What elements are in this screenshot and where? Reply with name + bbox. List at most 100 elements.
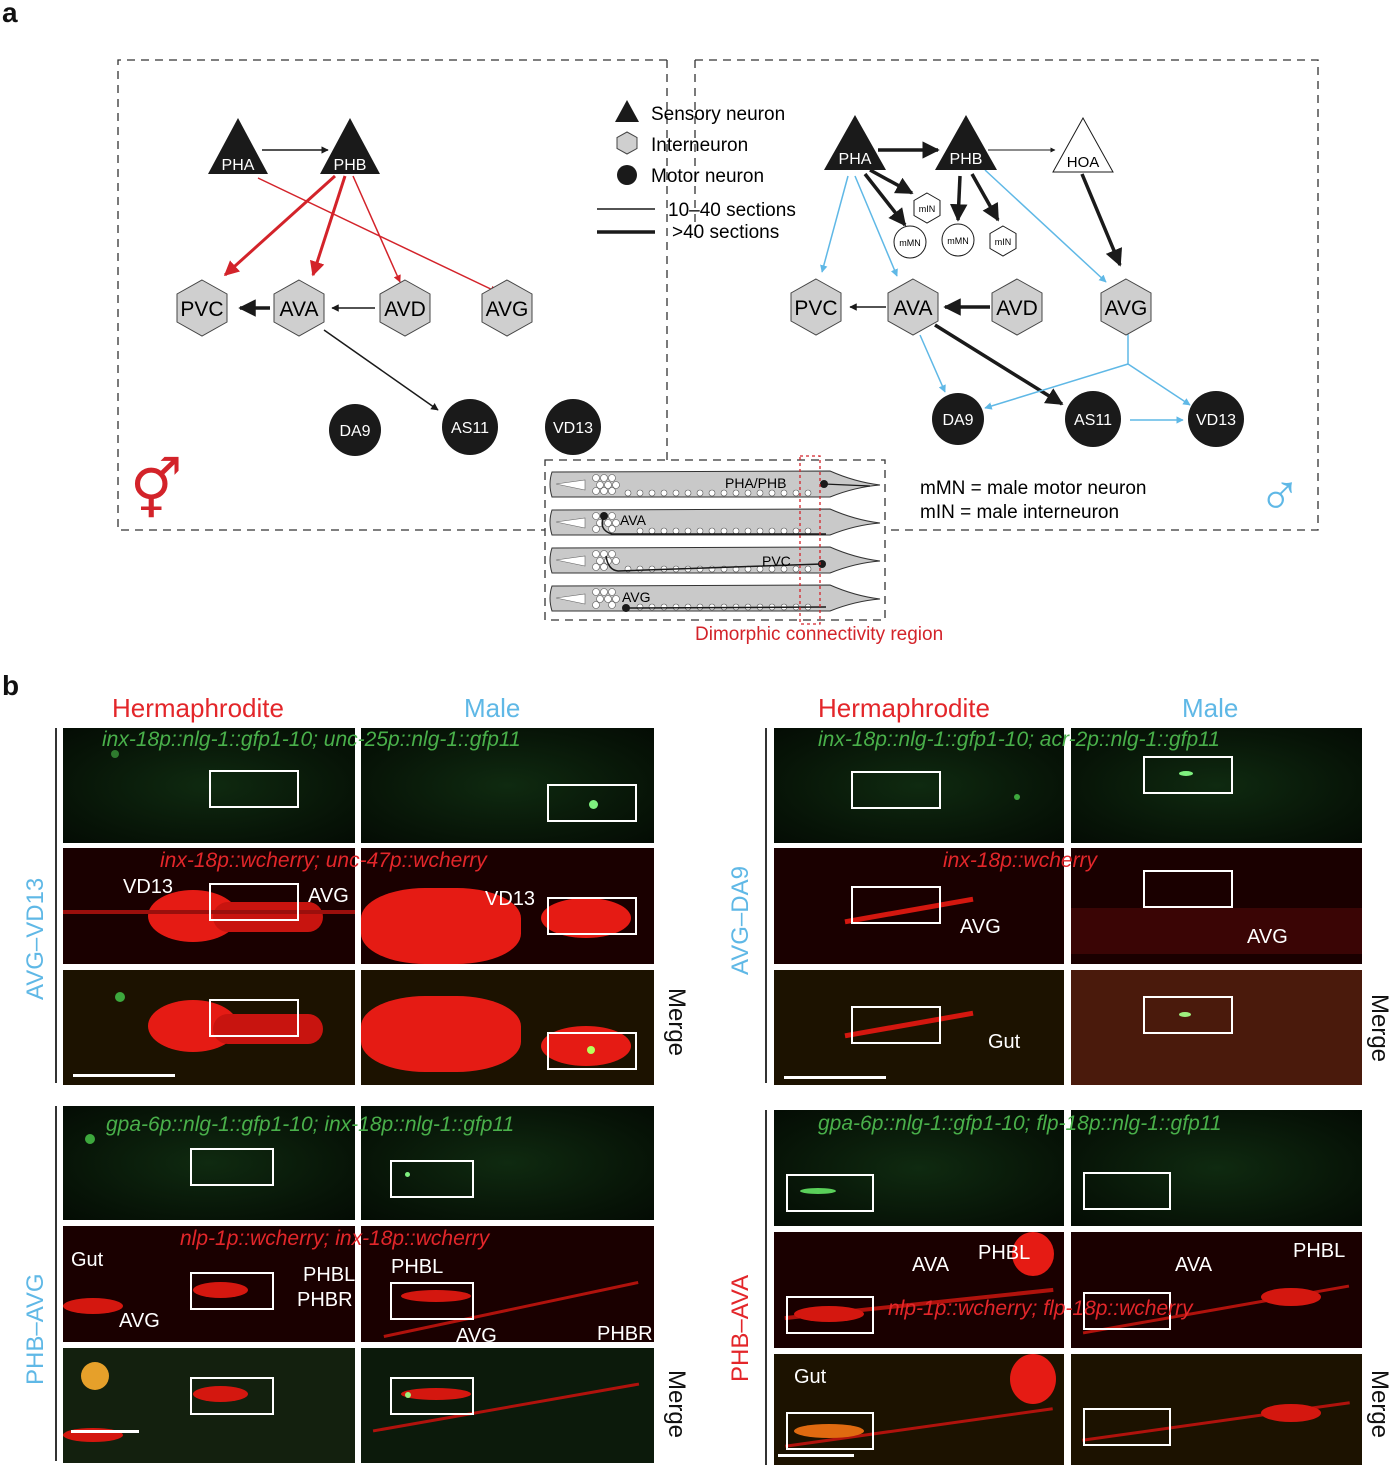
phb-avg-male-red: PHBL AVG PHBR bbox=[361, 1226, 654, 1342]
herm-avd-label: AVD bbox=[384, 298, 426, 321]
phb-avg-label-gut: Gut bbox=[71, 1249, 104, 1271]
avg-da9-male-green bbox=[1071, 728, 1362, 843]
bracket-top-left bbox=[55, 728, 57, 1083]
merge-label-2: Merge bbox=[1366, 994, 1393, 1063]
male-as11-label: AS11 bbox=[1074, 412, 1112, 429]
phb-ava-male-red: AVA PHBL bbox=[1071, 1232, 1362, 1348]
male-vd13-label: VD13 bbox=[1196, 412, 1236, 429]
male-phb-node bbox=[935, 115, 997, 170]
herm-phb-label: PHB bbox=[334, 157, 367, 174]
dimorphic-region-label: Dimorphic connectivity region bbox=[695, 624, 943, 645]
herm-pvc-node bbox=[176, 279, 228, 337]
herm-as11-label: AS11 bbox=[451, 420, 489, 437]
avg-da9-label-avg-m: AVG bbox=[1247, 926, 1288, 948]
worm-2: AVA bbox=[549, 508, 881, 536]
male-as11-node bbox=[1065, 391, 1121, 447]
panel-b-label: b bbox=[2, 670, 20, 701]
male-pha-node bbox=[824, 115, 886, 170]
avg-da9-herm-red: AVG bbox=[774, 848, 1064, 964]
herm-frame bbox=[117, 59, 667, 531]
male-frame bbox=[695, 59, 1319, 531]
avg-vd13-green-genotype: inx-18p::nlg-1::gfp1-10; unc-25p::nlg-1:… bbox=[102, 728, 521, 751]
avg-da9-label-gut: Gut bbox=[988, 1031, 1021, 1053]
phb-avg-label-phbl-m: PHBL bbox=[391, 1256, 444, 1278]
phb-avg-red-genotype: nlp-1p::wcherry; inx-18p::wcherry bbox=[180, 1227, 490, 1250]
male-hoa-node bbox=[1052, 116, 1114, 173]
phb-ava-herm-merge: Gut bbox=[774, 1354, 1064, 1465]
merge-label-3: Merge bbox=[663, 1370, 690, 1439]
male-mmn1-node bbox=[893, 225, 927, 259]
herm-avd-node bbox=[379, 279, 431, 337]
phb-avg-herm-green bbox=[63, 1106, 355, 1220]
phb-avg-male-merge bbox=[361, 1348, 654, 1463]
row-label-phb-ava: PHB–AVA bbox=[727, 1274, 754, 1382]
avg-vd13-male-merge bbox=[361, 970, 654, 1085]
worm-1: PHA/PHB bbox=[549, 470, 881, 498]
male-avd-node bbox=[991, 278, 1043, 336]
dimorphic-region-box bbox=[799, 455, 821, 625]
phb-ava-herm-red: AVA PHBL bbox=[774, 1232, 1064, 1348]
male-avd-label: AVD bbox=[996, 297, 1038, 320]
worm-4-label: AVG bbox=[622, 589, 651, 605]
avg-vd13-male-red: VD13 bbox=[361, 848, 654, 964]
male-vd13-node bbox=[1188, 391, 1244, 447]
phb-avg-label-avg-m: AVG bbox=[456, 1325, 497, 1342]
herm-ava-node bbox=[273, 279, 325, 337]
row-label-avg-da9: AVG–DA9 bbox=[727, 866, 754, 975]
abbrev-mmn: mMN = male motor neuron bbox=[920, 478, 1147, 499]
phb-avg-herm-merge bbox=[63, 1348, 355, 1463]
worm-3-label: PVC bbox=[762, 553, 791, 569]
male-min2-node bbox=[989, 225, 1017, 257]
worm-1-label: PHA/PHB bbox=[725, 475, 786, 491]
phb-avg-male-green bbox=[361, 1106, 654, 1220]
worm-3: PVC bbox=[549, 546, 881, 574]
phb-avg-label-avg-h: AVG bbox=[119, 1310, 160, 1332]
row-label-phb-avg: PHB–AVG bbox=[22, 1273, 49, 1385]
avg-vd13-male-green bbox=[361, 728, 654, 843]
header-herm-right: Hermaphrodite bbox=[818, 693, 990, 723]
worm-frame bbox=[544, 459, 886, 621]
panel-a-label: a bbox=[2, 0, 18, 28]
male-pvc-node bbox=[790, 278, 842, 336]
worm-4: AVG bbox=[549, 584, 881, 612]
herm-pvc-label: PVC bbox=[180, 298, 223, 321]
male-symbol: ♂ bbox=[1258, 463, 1302, 528]
phb-ava-herm-green bbox=[774, 1110, 1064, 1226]
header-male-left: Male bbox=[464, 693, 521, 723]
phb-ava-red-genotype: nlp-1p::wcherry; flp-18p::wcherry bbox=[888, 1297, 1193, 1320]
phb-avg-herm-red: Gut AVG PHBL PHBR bbox=[63, 1226, 355, 1342]
abbrev-min: mIN = male interneuron bbox=[920, 502, 1119, 523]
motor-neuron-icon bbox=[617, 165, 637, 185]
male-hoa-label: HOA bbox=[1067, 154, 1100, 171]
avg-da9-herm-green bbox=[774, 728, 1064, 843]
avg-da9-green-genotype: inx-18p::nlg-1::gfp1-10; acr-2p::nlg-1::… bbox=[818, 728, 1220, 751]
avg-da9-herm-merge: Gut bbox=[774, 970, 1064, 1085]
male-pha-label: PHA bbox=[839, 151, 872, 168]
avg-da9-male-merge bbox=[1071, 970, 1362, 1085]
herm-pha-label: PHA bbox=[222, 157, 255, 174]
herm-phb-node bbox=[320, 118, 380, 174]
legend-thin: 10–40 sections bbox=[668, 200, 796, 221]
avg-vd13-herm-merge bbox=[63, 970, 355, 1085]
herm-da9-node bbox=[329, 404, 381, 456]
bracket-top-right bbox=[765, 728, 767, 1083]
male-da9-node bbox=[932, 393, 984, 445]
phb-ava-label-gut: Gut bbox=[794, 1366, 827, 1388]
phb-avg-label-phbl-h: PHBL bbox=[303, 1264, 355, 1286]
male-pvc-label: PVC bbox=[794, 297, 837, 320]
merge-label-4: Merge bbox=[1366, 1370, 1393, 1439]
avg-vd13-label-avg-h: AVG bbox=[308, 885, 349, 907]
male-phb-label: PHB bbox=[950, 151, 983, 168]
avg-vd13-herm-red: VD13 AVG bbox=[63, 848, 355, 964]
phb-ava-label-ava-m: AVA bbox=[1175, 1254, 1213, 1276]
phb-avg-label-phbr-h: PHBR bbox=[297, 1289, 353, 1311]
male-ava-node bbox=[887, 278, 939, 336]
header-male-right: Male bbox=[1182, 693, 1239, 723]
header-herm-left: Hermaphrodite bbox=[112, 693, 284, 723]
avg-vd13-label-vd13-h: VD13 bbox=[123, 876, 174, 898]
herm-vd13-node bbox=[545, 399, 601, 455]
legend-sensory: Sensory neuron bbox=[651, 104, 785, 125]
male-ava-label: AVA bbox=[894, 297, 933, 320]
phb-ava-male-green bbox=[1071, 1110, 1362, 1226]
phb-avg-green-genotype: gpa-6p::nlg-1::gfp1-10; inx-18p::nlg-1::… bbox=[106, 1113, 515, 1136]
